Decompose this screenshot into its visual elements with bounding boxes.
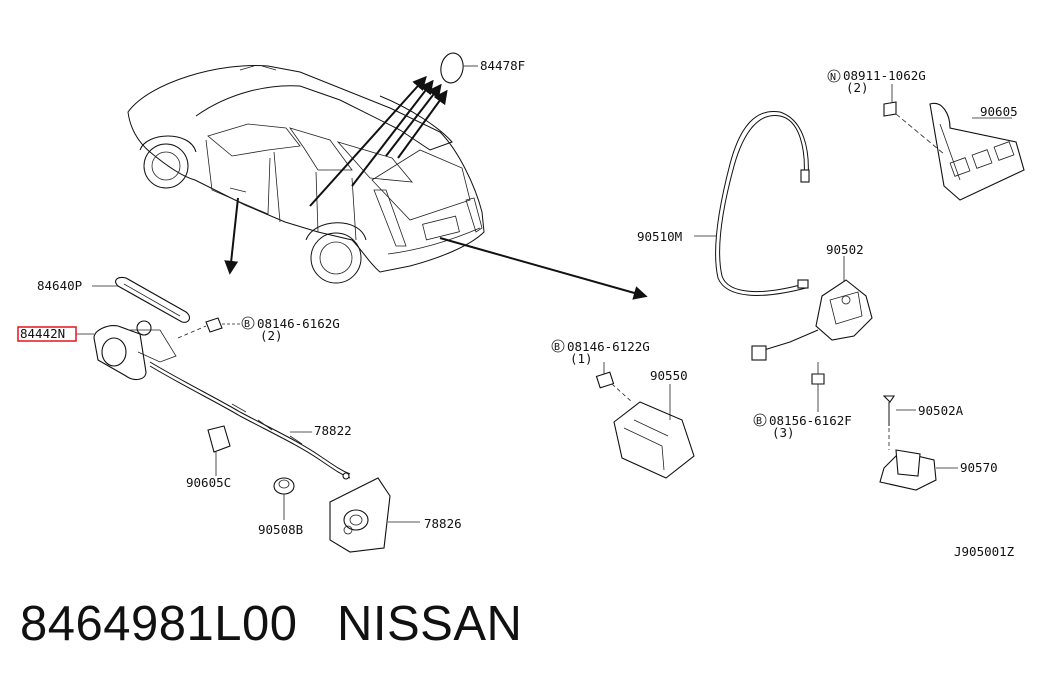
label-90508B: 90508B [258, 522, 303, 537]
bolt-symbol-a [241, 316, 255, 330]
footer-part-number: 8464981L00 [20, 597, 298, 651]
fuel-lid-assembly [76, 52, 478, 553]
nut-symbol [827, 69, 841, 83]
location-arrows [224, 75, 648, 300]
bolt-symbol-c-letter: B [756, 416, 762, 427]
label-90550: 90550 [650, 368, 688, 383]
label-84442N: 84442N [20, 326, 65, 341]
bolt-symbol-c [753, 413, 767, 427]
label-08156-6162F: 08156-6162F [769, 413, 852, 428]
vehicle-illustration [127, 64, 485, 284]
label-90502A: 90502A [918, 403, 964, 418]
bolt-symbol-b [551, 339, 565, 353]
label-84478F: 84478F [480, 58, 525, 73]
label-78826: 78826 [424, 516, 462, 531]
label-nut-qty: (2) [846, 80, 869, 95]
label-bolt-c-qty: (3) [772, 425, 795, 440]
label-bolt-b-qty: (1) [570, 351, 593, 366]
label-08911-1062G: 08911-1062G [843, 68, 926, 83]
label-90570: 90570 [960, 460, 998, 475]
label-78822: 78822 [314, 423, 352, 438]
back-door-lock-assembly [595, 84, 1025, 491]
label-90605C: 90605C [186, 475, 231, 490]
diagram-reference: J905001Z [954, 544, 1015, 559]
label-bolt-a-qty: (2) [260, 328, 283, 343]
label-08146-6162G: 08146-6162G [257, 316, 340, 331]
label-90605: 90605 [980, 104, 1018, 119]
label-90510M: 90510M [637, 229, 682, 244]
label-08146-6122G: 08146-6122G [567, 339, 650, 354]
label-84640P: 84640P [37, 278, 82, 293]
nut-symbol-letter: N [830, 72, 836, 83]
label-90502: 90502 [826, 242, 864, 257]
footer-brand: NISSAN [337, 597, 523, 651]
bolt-symbol-b-letter: B [554, 342, 560, 353]
highlight-box-84442N [17, 326, 77, 342]
bolt-symbol-a-letter: B [244, 319, 250, 330]
